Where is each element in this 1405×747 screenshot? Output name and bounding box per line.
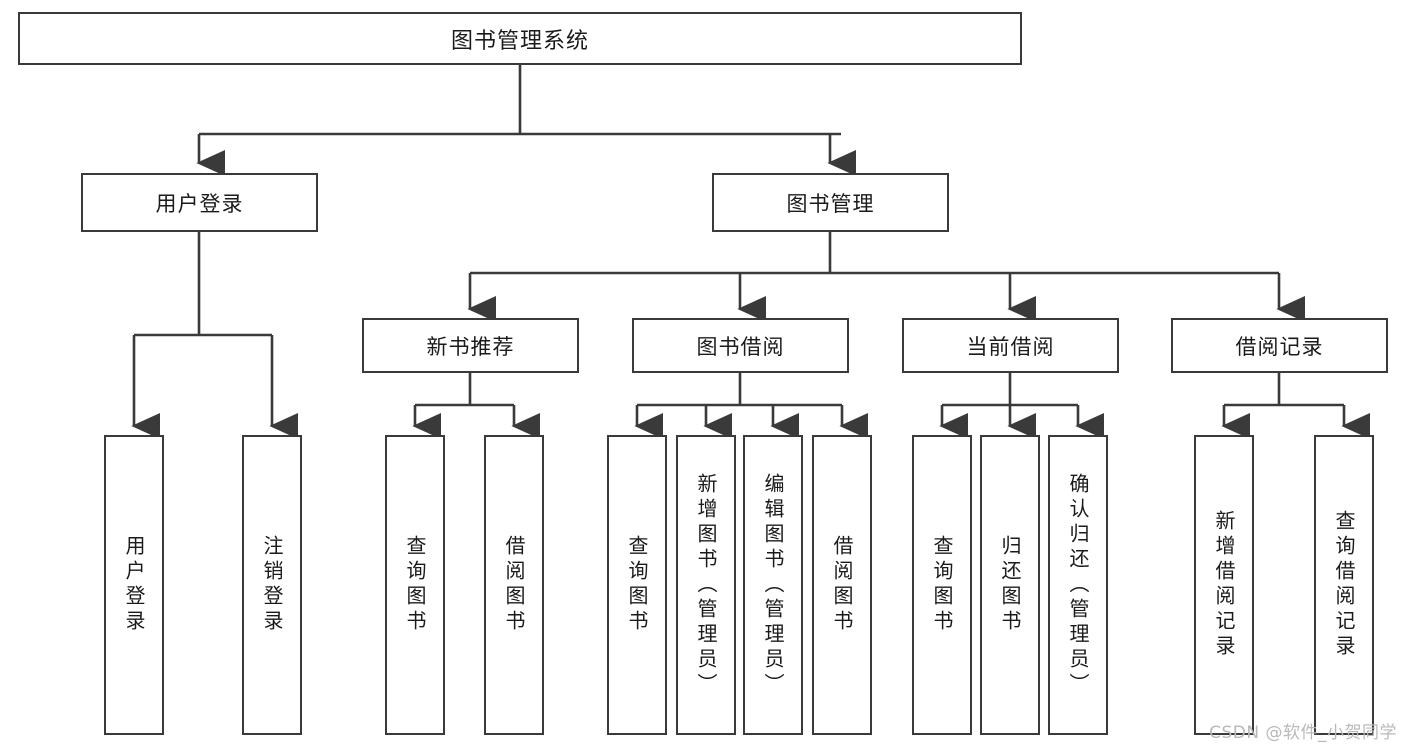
node-user-login[interactable]: 用户登录: [81, 173, 318, 232]
leaf-label: 新增借阅记录: [1212, 510, 1236, 660]
node-leaf-user-logout[interactable]: 注销登录: [242, 435, 302, 735]
node-leaf-confirm-return[interactable]: 确认归还（管理员）: [1048, 435, 1108, 735]
node-leaf-query-book-1[interactable]: 查询图书: [385, 435, 445, 735]
leaf-label: 注销登录: [260, 535, 284, 635]
leaf-label: 编辑图书（管理员）: [761, 472, 785, 698]
csdn-watermark: CSDN @软件_小贺同学: [1209, 723, 1397, 743]
node-book-borrow[interactable]: 图书借阅: [632, 318, 849, 373]
node-leaf-add-record[interactable]: 新增借阅记录: [1194, 435, 1254, 735]
node-leaf-query-book-2[interactable]: 查询图书: [607, 435, 667, 735]
node-borrow-record[interactable]: 借阅记录: [1171, 318, 1388, 373]
node-new-book-recommend[interactable]: 新书推荐: [362, 318, 579, 373]
node-leaf-add-book[interactable]: 新增图书（管理员）: [676, 435, 736, 735]
leaf-label: 借阅图书: [502, 535, 526, 635]
node-leaf-query-record[interactable]: 查询借阅记录: [1314, 435, 1374, 735]
node-leaf-borrow-book-2[interactable]: 借阅图书: [812, 435, 872, 735]
leaf-label: 确认归还（管理员）: [1066, 472, 1090, 698]
node-leaf-user-login[interactable]: 用户登录: [104, 435, 164, 735]
node-current-borrow[interactable]: 当前借阅: [902, 318, 1119, 373]
leaf-label: 新增图书（管理员）: [694, 472, 718, 698]
node-leaf-borrow-book-1[interactable]: 借阅图书: [484, 435, 544, 735]
leaf-label: 查询借阅记录: [1332, 510, 1356, 660]
node-root-system[interactable]: 图书管理系统: [18, 12, 1022, 65]
node-leaf-query-book-3[interactable]: 查询图书: [912, 435, 972, 735]
leaf-label: 查询图书: [930, 535, 954, 635]
node-leaf-return-book[interactable]: 归还图书: [980, 435, 1040, 735]
leaf-label: 查询图书: [403, 535, 427, 635]
leaf-label: 用户登录: [122, 535, 146, 635]
node-book-manage[interactable]: 图书管理: [712, 173, 949, 232]
leaf-label: 归还图书: [998, 535, 1022, 635]
leaf-label: 借阅图书: [830, 535, 854, 635]
leaf-label: 查询图书: [625, 535, 649, 635]
node-leaf-edit-book[interactable]: 编辑图书（管理员）: [743, 435, 803, 735]
